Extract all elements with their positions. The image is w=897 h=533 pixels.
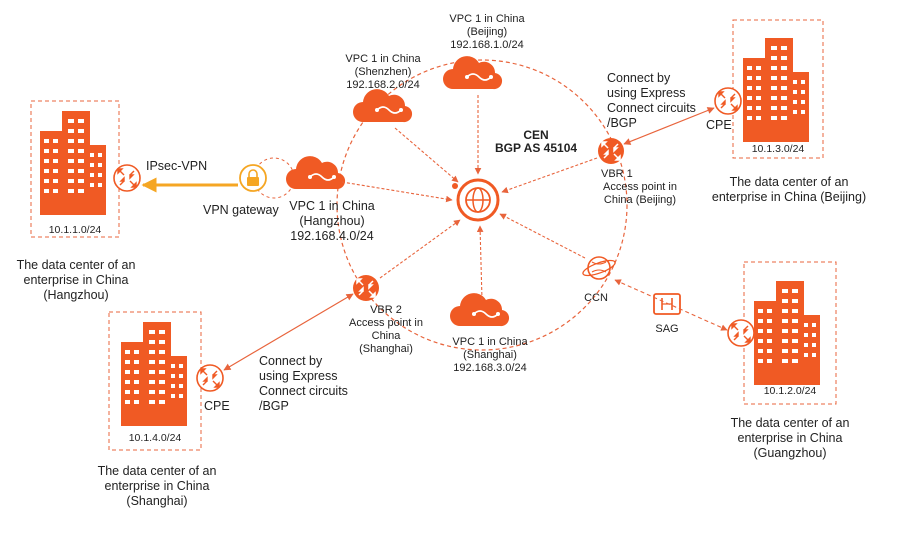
vpc-shanghai-cloud-icon xyxy=(449,292,510,327)
vbr1-label: VBR 1 xyxy=(601,168,633,181)
dc-hangzhou-cidr: 10.1.1.0/24 xyxy=(48,224,102,236)
vpc-cidr: 192.168.3.0/24 xyxy=(453,362,527,374)
cpe-router-icon xyxy=(113,164,141,192)
dc-hangzhou-caption: The data center of an enterprise in Chin… xyxy=(1,258,151,303)
vpc-cidr: 192.168.1.0/24 xyxy=(450,39,524,51)
vpc-shanghai-label: VPC 1 in China (Shanghai) 192.168.3.0/24 xyxy=(440,336,540,375)
cen-title: CEN xyxy=(523,128,549,142)
dc-beijing-cidr: 10.1.3.0/24 xyxy=(751,143,805,155)
cen-label: CEN BGP AS 45104 xyxy=(495,129,577,155)
ccn-icon xyxy=(582,256,616,280)
dc-guangzhou-box xyxy=(743,261,837,405)
vpc-beijing-cloud-icon xyxy=(442,55,503,90)
vpc-city: (Hangzhou) xyxy=(299,214,365,228)
sag-icon xyxy=(653,293,681,315)
express-line1: Connect by xyxy=(259,354,323,368)
express-line2: using Express xyxy=(607,86,686,100)
vbr2-line2: China xyxy=(371,330,401,342)
building-icon xyxy=(743,38,809,142)
vpn-gateway-icon xyxy=(239,164,267,192)
vpc-shenzhen-label: VPC 1 in China (Shenzhen) 192.168.2.0/24 xyxy=(333,53,433,92)
cpe-label-beijing: CPE xyxy=(706,118,732,132)
caption-line3: (Shanghai) xyxy=(126,494,188,508)
cpe-router-icon xyxy=(196,364,224,392)
express-line3: Connect circuits xyxy=(607,101,696,115)
vbr1-line1: Access point in xyxy=(603,181,677,193)
caption-line1: The data center of an xyxy=(729,175,849,189)
link-shenzhen-cen xyxy=(394,127,459,183)
express-line1: Connect by xyxy=(607,71,671,85)
express-beijing-label: Connect by using Express Connect circuit… xyxy=(607,71,696,131)
dc-shanghai-cidr: 10.1.4.0/24 xyxy=(128,432,182,444)
cpe-label-shanghai: CPE xyxy=(204,399,230,413)
express-link-beijing xyxy=(623,107,715,145)
link-vbr2-cen xyxy=(379,219,461,279)
caption-line2: enterprise in China (Beijing) xyxy=(711,190,867,204)
vpc-cidr: 192.168.4.0/24 xyxy=(290,229,374,243)
ipsec-vpn-label: IPsec-VPN xyxy=(146,159,208,173)
cen-ring xyxy=(336,59,628,351)
vpc-city: (Beijing) xyxy=(466,26,508,38)
vbr1-access-label: Access point in China (Beijing) xyxy=(590,181,690,207)
link-vbr1-cen xyxy=(501,157,598,194)
ccn-label: CCN xyxy=(584,292,608,304)
vpc-name: VPC 1 in China xyxy=(449,13,525,25)
vpc-name: VPC 1 in China xyxy=(452,336,528,348)
cpe-router-icon xyxy=(714,87,742,115)
cen-hub-icon xyxy=(452,178,500,222)
dc-guangzhou-cidr: 10.1.2.0/24 xyxy=(763,385,817,397)
caption-line1: The data center of an xyxy=(16,258,136,272)
vbr2-icon xyxy=(352,274,380,302)
vbr2-label: VBR 2 Access point in China (Shanghai) xyxy=(336,304,436,356)
caption-line2: enterprise in China xyxy=(737,431,843,445)
caption-line2: enterprise in China xyxy=(23,273,129,287)
vpn-gateway-label: VPN gateway xyxy=(203,203,279,217)
express-line4: /BGP xyxy=(607,116,637,130)
vbr1-line2: China (Beijing) xyxy=(603,194,677,206)
vpc-city: (Shenzhen) xyxy=(354,66,412,78)
dc-beijing-caption: The data center of an enterprise in Chin… xyxy=(702,175,876,205)
link-hangzhou-cen xyxy=(341,181,453,203)
caption-line1: The data center of an xyxy=(730,416,850,430)
vbr2-line3: (Shanghai) xyxy=(359,343,413,355)
link-ccn-cen xyxy=(499,213,586,259)
building-icon xyxy=(121,322,187,426)
link-shanghai-cen xyxy=(476,225,484,301)
sag-label: SAG xyxy=(655,323,679,335)
cen-asn: BGP AS 45104 xyxy=(495,141,578,155)
vpc-name: VPC 1 in China xyxy=(289,199,375,213)
dc-guangzhou-caption: The data center of an enterprise in Chin… xyxy=(715,416,865,461)
caption-line1: The data center of an xyxy=(97,464,217,478)
vpc-name: VPC 1 in China xyxy=(345,53,421,65)
vbr1-icon xyxy=(597,137,625,165)
express-shanghai-label: Connect by using Express Connect circuit… xyxy=(259,354,348,414)
vbr1-name: VBR 1 xyxy=(601,168,633,180)
caption-line3: (Hangzhou) xyxy=(43,288,109,302)
dc-shanghai-caption: The data center of an enterprise in Chin… xyxy=(82,464,232,509)
vbr2-line1: Access point in xyxy=(349,317,423,329)
express-line2: using Express xyxy=(259,369,338,383)
vbr2-name: VBR 2 xyxy=(370,304,402,316)
building-icon xyxy=(754,281,820,385)
vpc-city: (Shanghai) xyxy=(463,349,517,361)
vpc-hangzhou-cloud-icon xyxy=(285,155,346,190)
express-line4: /BGP xyxy=(259,399,289,413)
building-icon xyxy=(40,111,106,215)
express-line3: Connect circuits xyxy=(259,384,348,398)
express-link-shanghai xyxy=(223,293,354,371)
cpe-router-icon xyxy=(727,319,755,347)
caption-line2: enterprise in China xyxy=(104,479,210,493)
caption-line3: (Guangzhou) xyxy=(753,446,827,460)
vpc-beijing-label: VPC 1 in China (Beijing) 192.168.1.0/24 xyxy=(437,13,537,52)
vpc-cidr: 192.168.2.0/24 xyxy=(346,79,420,91)
vpc-hangzhou-label: VPC 1 in China (Hangzhou) 192.168.4.0/24 xyxy=(276,199,388,244)
vpc-shenzhen-cloud-icon xyxy=(352,88,413,123)
